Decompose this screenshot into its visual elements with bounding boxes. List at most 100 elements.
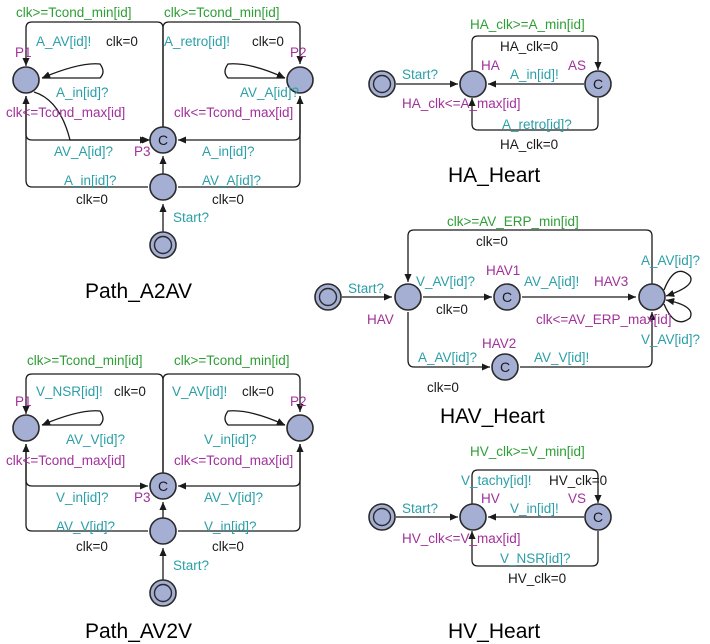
sync-top-right: V_AV[id]!: [172, 384, 227, 399]
path-av2v-automaton: C clk>=Tcond_min[id] clk>=Tcond_min[id] …: [6, 353, 314, 643]
inv-right: clk<=Tcond_max[id]: [174, 453, 293, 468]
edge-c-to-p2: [162, 21, 304, 134]
sync-top-right: A_retro[id]!: [164, 34, 230, 49]
name-hav: HAV: [367, 312, 394, 327]
assign-top-right: clk=0: [242, 384, 274, 399]
name-ha: HA: [481, 58, 500, 73]
assign-top: clk=0: [476, 234, 508, 249]
sync-low: A_AV[id]?: [418, 350, 477, 365]
edge-hav-to-hav2: [407, 312, 490, 371]
sync-mid-left: V_in[id]?: [56, 490, 109, 505]
guard-top: clk>=AV_ERP_min[id]: [447, 214, 579, 229]
sync-start: Start?: [402, 501, 438, 516]
assign-top: HA_clk=0: [500, 39, 558, 54]
sync-start: Start?: [173, 558, 209, 573]
name-p1: P1: [15, 45, 32, 60]
sync-start: Start?: [348, 281, 384, 296]
assign-top-left: clk=0: [114, 384, 146, 399]
edge-p3-to-p1-low: [22, 444, 148, 532]
path-a2av-automaton: C clk>=Tcond_min[id] clk>=Tcond_min[id] …: [6, 5, 314, 303]
sync-low-left: AV_V[id]?: [56, 519, 115, 534]
edge-hav3-to-hav: [404, 229, 653, 285]
edge-c-to-p2: [162, 373, 304, 473]
sync-low-2: AV_V[id]!: [534, 350, 589, 365]
sync-2: AV_A[id]!: [524, 274, 579, 289]
sync-start: Start?: [402, 67, 438, 82]
title-path-a2av: Path_A2AV: [85, 280, 192, 303]
location-committed: [149, 126, 177, 154]
sync-mid-right: A_in[id]?: [202, 144, 255, 159]
committed-label: C: [158, 132, 168, 148]
location-p1: [12, 66, 40, 94]
name-p2: P2: [290, 45, 307, 60]
committed-label-hav2: C: [500, 359, 510, 375]
sync-top-left: A_AV[id]!: [36, 34, 91, 49]
title-hav-heart: HAV_Heart: [440, 405, 545, 428]
location-hav2: [491, 353, 519, 381]
assign-bottom: HA_clk=0: [500, 137, 558, 152]
sync-mid-right: AV_V[id]?: [204, 490, 263, 505]
initial-marker: [372, 74, 392, 94]
location-p2: [286, 66, 314, 94]
sync-top-left: V_NSR[id]!: [36, 384, 103, 399]
name-vs: VS: [568, 491, 586, 506]
edge-hav3-selfloop-top: [663, 270, 692, 297]
location-as: [584, 70, 612, 98]
inv-ha: HA_clk<=A_max[id]: [402, 96, 521, 111]
edge-hv-to-vs-top: [471, 469, 602, 504]
sync-in-left: AV_V[id]?: [66, 432, 125, 447]
initial-marker: [153, 235, 173, 255]
inv-hv: HV_clk<=V_max[id]: [402, 531, 521, 546]
location-p3: [149, 173, 177, 201]
name-hav2: HAV2: [482, 336, 516, 351]
hv-heart-automaton: C HV_clk>=V_min[id] V_tachy[id]! HV_clk=…: [368, 444, 612, 643]
sync-mid: V_in[id]!: [510, 501, 559, 516]
ha-heart-automaton: C HA_clk>=A_min[id] HA_clk=0 HA AS A_in[…: [368, 17, 612, 187]
inv-right: clk<=Tcond_max[id]: [174, 105, 293, 120]
assign-top: HV_clk=0: [549, 473, 607, 488]
committed-label: C: [593, 76, 603, 92]
location-hav1: [493, 283, 521, 311]
inv-left: clk<=Tcond_max[id]: [6, 105, 125, 120]
guard-right: clk>=Tcond_min[id]: [174, 353, 290, 368]
location-committed: [149, 472, 177, 500]
initial-marker: [318, 287, 338, 307]
name-hv: HV: [481, 491, 500, 506]
edge-vs-to-hv-bottom: [468, 531, 599, 567]
edge-p3-to-p1-low: [22, 96, 148, 188]
edge-p3-to-p2-low: [178, 444, 304, 532]
edge-ha-to-as-top: [471, 35, 602, 70]
edge-as-to-ha-bottom: [468, 98, 599, 131]
edge-p2-selfloop: [224, 63, 286, 79]
edge-p1-selfloop: [41, 410, 104, 426]
sync-in-left: A_in[id]?: [56, 85, 109, 100]
assign-low-right: clk=0: [212, 192, 244, 207]
name-hav1: HAV1: [486, 263, 520, 278]
committed-label-hav1: C: [502, 289, 512, 305]
assign-bottom: HV_clk=0: [508, 571, 566, 586]
sync-bottom: A_retro[id]?: [502, 117, 572, 132]
name-as: AS: [568, 58, 586, 73]
sync-bottom: V_NSR[id]?: [500, 551, 571, 566]
committed-label: C: [158, 478, 168, 494]
location-hav: [394, 283, 422, 311]
hav-heart-automaton: C C clk>=AV_ERP_min[id] clk=0 Start? HAV…: [314, 214, 700, 428]
name-p3: P3: [134, 490, 151, 505]
initial-marker: [153, 583, 173, 603]
committed-label: C: [593, 509, 603, 525]
title-ha-heart: HA_Heart: [448, 164, 540, 187]
sync-loop-top: A_AV[id]?: [641, 253, 700, 268]
name-p2: P2: [290, 394, 307, 409]
title-hv-heart: HV_Heart: [448, 620, 540, 643]
sync-in-right: AV_A[id]?: [240, 85, 299, 100]
location-p3: [149, 517, 177, 545]
assign-low: clk=0: [427, 380, 459, 395]
assign-low-left: clk=0: [76, 539, 108, 554]
inv-hav3: clk<=AV_ERP_max[id]: [536, 312, 672, 327]
sync-mid: A_in[id]!: [510, 67, 559, 82]
location-vs: [584, 503, 612, 531]
assign-low-left: clk=0: [76, 192, 108, 207]
edge-hav3-selfloop-bottom: [663, 298, 692, 323]
edge-hav2-to-hav3: [520, 312, 656, 368]
